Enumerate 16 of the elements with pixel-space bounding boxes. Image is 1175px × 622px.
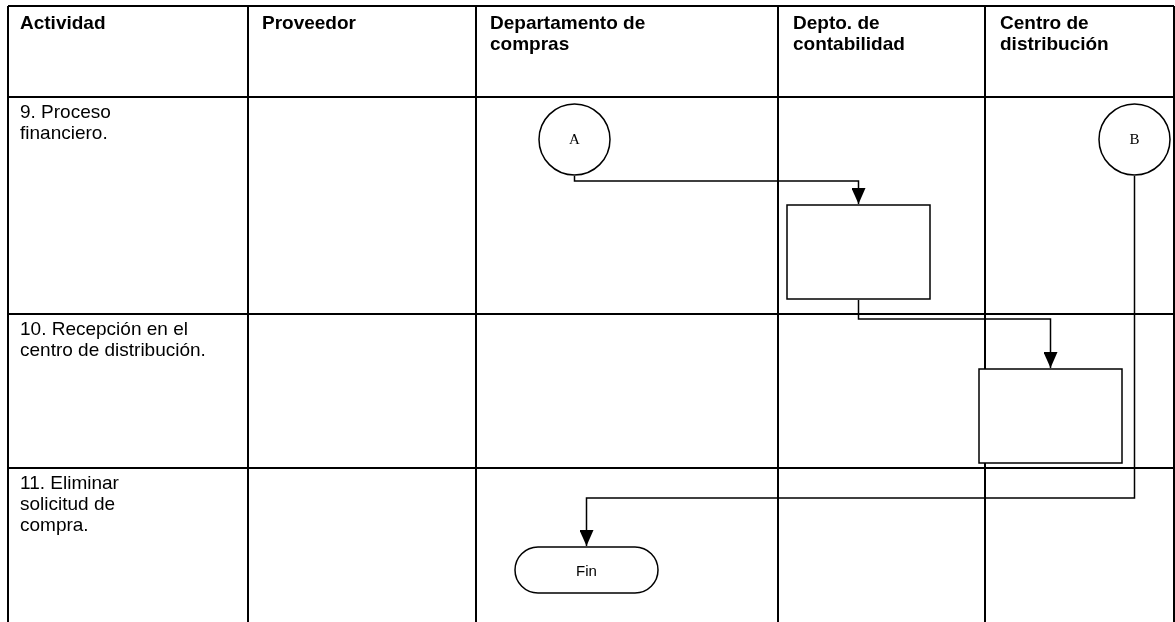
connector-circle: B xyxy=(1098,103,1171,176)
column-header: Proveedor xyxy=(262,12,357,33)
process-box xyxy=(978,368,1123,464)
terminator-shape: Fin xyxy=(514,546,659,594)
activity-text: 10. Recepción en el centro de distribución. xyxy=(20,318,207,360)
activity-text: 11. Eliminar solicitud de compra. xyxy=(20,472,120,535)
column-header: Centro de distribución xyxy=(1000,12,1110,54)
connector-circle: A xyxy=(538,103,611,176)
activity-text: 9. Proceso financiero. xyxy=(20,101,112,143)
process-box xyxy=(786,204,931,300)
arrow xyxy=(857,299,1058,369)
arrow xyxy=(579,175,1136,547)
arrow xyxy=(573,175,866,205)
column-header: Actividad xyxy=(20,12,107,33)
column-header: Departamento de compras xyxy=(490,12,647,54)
column-header: Depto. de contabilidad xyxy=(793,12,906,54)
